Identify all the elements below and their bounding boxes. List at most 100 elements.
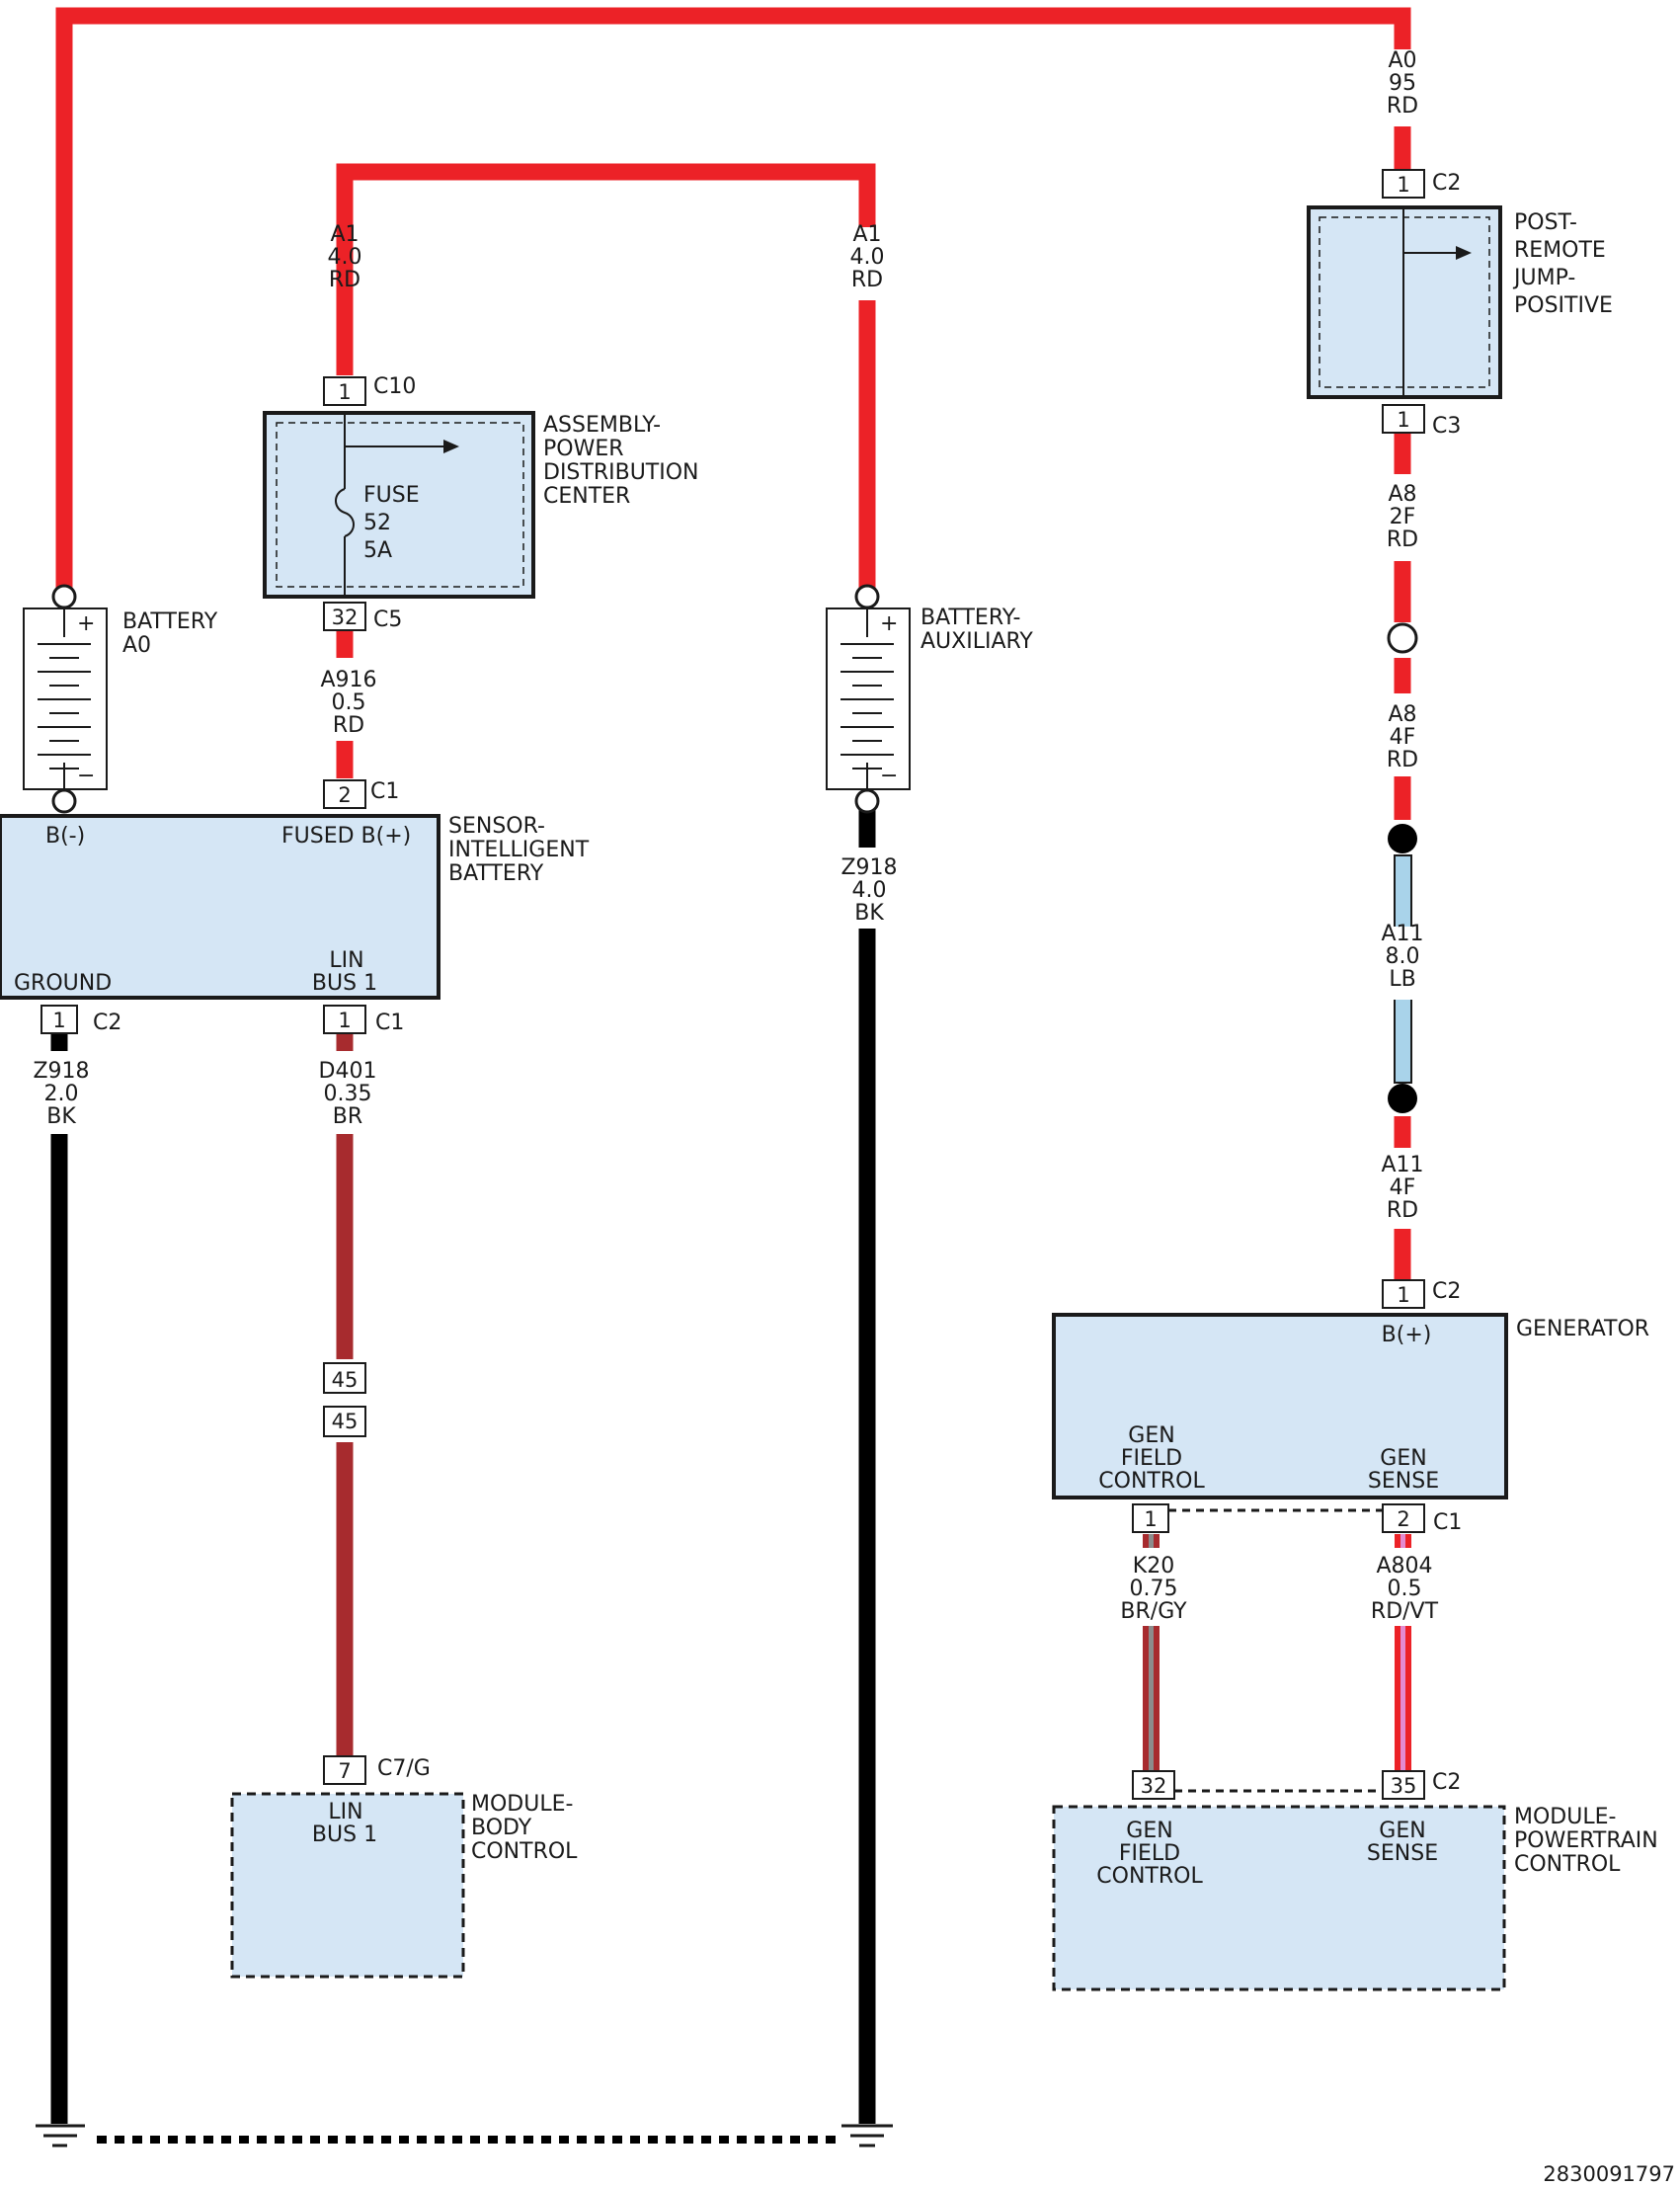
wire-label-a11-4f: A11 4F RD (1381, 1153, 1423, 1223)
svg-text:FUSE: FUSE (363, 483, 420, 508)
svg-text:C2: C2 (1432, 171, 1461, 196)
pcm-box (1052, 1805, 1506, 1991)
svg-text:C2: C2 (1432, 1770, 1461, 1795)
svg-text:C2: C2 (93, 1011, 121, 1035)
svg-text:95: 95 (1389, 71, 1416, 96)
svg-text:Z918: Z918 (33, 1059, 89, 1084)
svg-text:4F: 4F (1390, 725, 1416, 750)
wire-a804-upper-stripe (1400, 1534, 1405, 1548)
wire-k20-lower-stripe (1149, 1626, 1154, 1770)
splice-icon (1388, 1084, 1417, 1113)
svg-text:RD: RD (851, 268, 883, 292)
svg-text:BATTERY: BATTERY (448, 861, 544, 886)
pin-box (1132, 1770, 1175, 1800)
svg-text:1: 1 (338, 1009, 351, 1032)
svg-text:GENERATOR: GENERATOR (1516, 1317, 1649, 1341)
pin-box (1132, 1503, 1169, 1533)
wire-label-z918-ibs: Z918 2.0 BK (33, 1059, 89, 1129)
svg-text:BUS 1: BUS 1 (312, 1822, 377, 1847)
post-jump-component: 1 C2 1 C3 POST- REMOTE JUMP- POSITIVE (1307, 169, 1613, 439)
svg-text:C1: C1 (1433, 1510, 1462, 1535)
svg-text:CONTROL: CONTROL (1514, 1852, 1621, 1877)
pcm-component: 32 35 C2 GEN FIELD CONTROL GEN SENSE MOD… (1052, 1770, 1658, 1991)
svg-text:+: + (77, 611, 95, 636)
svg-text:BODY: BODY (471, 1816, 532, 1840)
wire-label-a8-4f: A8 4F RD (1387, 702, 1418, 772)
svg-text:REMOTE: REMOTE (1514, 238, 1606, 263)
generator-box (1052, 1313, 1508, 1499)
svg-text:B(+): B(+) (1382, 1323, 1432, 1347)
svg-text:MODULE-: MODULE- (1514, 1805, 1616, 1829)
svg-text:JUMP-: JUMP- (1512, 266, 1575, 290)
svg-text:1: 1 (1144, 1507, 1157, 1531)
svg-text:LB: LB (1389, 967, 1415, 992)
svg-text:FIELD: FIELD (1119, 1841, 1180, 1866)
svg-text:B(-): B(-) (45, 824, 85, 849)
svg-text:GEN: GEN (1380, 1446, 1426, 1471)
pin-box (323, 602, 366, 631)
svg-text:1: 1 (52, 1009, 65, 1032)
svg-text:4F: 4F (1390, 1175, 1416, 1200)
svg-text:BATTERY-: BATTERY- (920, 606, 1020, 630)
svg-text:RD/VT: RD/VT (1371, 1599, 1439, 1624)
wire-label-d401: D401 0.35 BR (319, 1059, 377, 1129)
ground-icon (36, 2124, 85, 2147)
arrow-icon (345, 440, 459, 453)
svg-text:1: 1 (1397, 173, 1409, 197)
svg-text:A11: A11 (1381, 922, 1423, 946)
ibs-box (0, 814, 440, 1000)
svg-text:0.5: 0.5 (332, 690, 366, 715)
svg-text:SENSOR-: SENSOR- (448, 814, 545, 839)
svg-text:GEN: GEN (1379, 1819, 1425, 1843)
svg-text:A8: A8 (1388, 482, 1416, 507)
svg-text:4.0: 4.0 (852, 878, 887, 903)
svg-text:1: 1 (338, 380, 351, 404)
generator-component: 1 C2 B(+) GEN FIELD CONTROL GEN SENSE GE… (1052, 1279, 1649, 1535)
svg-text:FIELD: FIELD (1121, 1446, 1182, 1471)
component-label: POST- (1514, 210, 1577, 235)
ibs-component: 2 C1 B(-) FUSED B(+) GROUND LIN BUS 1 SE… (0, 779, 590, 1035)
pin-box (323, 779, 366, 809)
svg-text:RD: RD (1387, 748, 1418, 772)
svg-text:C2: C2 (1432, 1279, 1461, 1304)
svg-text:CONTROL: CONTROL (471, 1839, 578, 1864)
pin-box (40, 1005, 78, 1034)
svg-text:A0: A0 (122, 633, 151, 658)
svg-text:C7/G: C7/G (377, 1756, 431, 1781)
svg-text:RD: RD (1387, 527, 1418, 552)
svg-text:RD: RD (1387, 94, 1418, 119)
svg-text:SENSE: SENSE (1367, 1841, 1438, 1866)
svg-text:A1: A1 (330, 222, 359, 247)
bcm-component: 7 C7/G LIN BUS 1 MODULE- BODY CONTROL (230, 1755, 578, 1979)
svg-text:0.5: 0.5 (1388, 1577, 1422, 1601)
svg-text:C10: C10 (373, 374, 416, 399)
pin-box (1382, 169, 1425, 199)
battery-aux-component: + − BATTERY- AUXILIARY (826, 584, 1033, 814)
arrow-icon (1403, 246, 1472, 260)
svg-text:45: 45 (332, 1368, 359, 1392)
svg-text:Z918: Z918 (840, 855, 897, 880)
splice-icon (1387, 622, 1418, 654)
svg-text:4.0: 4.0 (328, 245, 362, 270)
svg-text:ASSEMBLY-: ASSEMBLY- (543, 413, 661, 438)
wire-label-a1-left: A1 4.0 RD (328, 222, 362, 292)
svg-text:7: 7 (338, 1759, 351, 1783)
pin-box (1382, 404, 1425, 434)
splice-icon (1388, 824, 1417, 853)
svg-text:1: 1 (1397, 1283, 1409, 1307)
svg-text:BK: BK (46, 1104, 76, 1129)
wire-label-a804: A804 0.5 RD/VT (1371, 1554, 1439, 1624)
wire-label-a916: A916 0.5 RD (320, 668, 376, 738)
svg-text:SENSE: SENSE (1368, 1469, 1439, 1494)
svg-text:LIN: LIN (329, 948, 363, 973)
svg-text:LIN: LIN (328, 1800, 362, 1824)
svg-text:CENTER: CENTER (543, 484, 630, 509)
svg-text:POWERTRAIN: POWERTRAIN (1514, 1828, 1658, 1853)
pin-box (323, 1406, 366, 1437)
svg-text:K20: K20 (1133, 1554, 1174, 1579)
svg-text:5A: 5A (363, 538, 392, 563)
svg-text:8.0: 8.0 (1386, 944, 1420, 969)
pin-box (323, 1362, 366, 1394)
svg-text:DISTRIBUTION: DISTRIBUTION (543, 460, 699, 485)
